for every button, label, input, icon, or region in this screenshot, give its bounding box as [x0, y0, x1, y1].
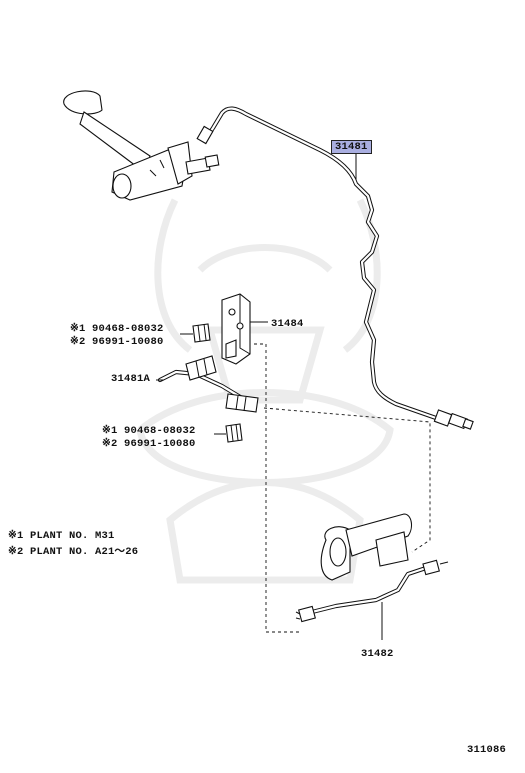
clutch-master-cylinder	[63, 90, 220, 201]
upper-clip-part-2[interactable]: 96991-10080	[92, 336, 164, 348]
lower-clip-part-1[interactable]: 90468-08032	[124, 425, 196, 437]
lower-clip-mark-2: ※2	[102, 438, 118, 450]
clutch-release-cylinder	[320, 513, 413, 581]
note-mark-1: ※1	[8, 530, 24, 542]
upper-clip-mark-1: ※1	[70, 323, 86, 335]
lower-clip-part-2[interactable]: 96991-10080	[124, 438, 196, 450]
note-row-1: ※1 PLANT NO. M31	[8, 529, 115, 542]
note-mark-2: ※2	[8, 546, 24, 558]
lower-clip-mark-1: ※1	[102, 425, 118, 437]
reference-dashed-lines	[254, 343, 431, 633]
callout-31482[interactable]: 31482	[361, 648, 394, 660]
lower-clip-row-1: ※1 90468-08032	[102, 424, 196, 437]
note-row-2: ※2 PLANT NO. A21～26	[8, 543, 138, 558]
upper-clip-part-1[interactable]: 90468-08032	[92, 323, 164, 335]
callout-31481[interactable]: 31481	[331, 140, 372, 154]
clutch-line-31481	[196, 106, 474, 430]
rear-tube-31482	[295, 559, 449, 640]
upper-clip-row-2: ※2 96991-10080	[70, 335, 164, 348]
callout-31484[interactable]: 31484	[271, 318, 304, 330]
note-text-2: PLANT NO. A21～26	[30, 546, 139, 558]
upper-clip-set	[180, 323, 211, 343]
upper-clip-mark-2: ※2	[70, 336, 86, 348]
watermark-emblem	[136, 198, 394, 584]
note-text-1: PLANT NO. M31	[30, 530, 115, 542]
lower-clip-set	[214, 423, 243, 443]
figure-number: 311086	[467, 744, 507, 756]
lower-clip-row-2: ※2 96991-10080	[102, 437, 196, 450]
bracket-31484	[221, 293, 268, 365]
callout-31481A[interactable]: 31481A	[111, 373, 151, 385]
flex-hose-31481A	[156, 355, 259, 413]
upper-clip-row-1: ※1 90468-08032	[70, 322, 164, 335]
